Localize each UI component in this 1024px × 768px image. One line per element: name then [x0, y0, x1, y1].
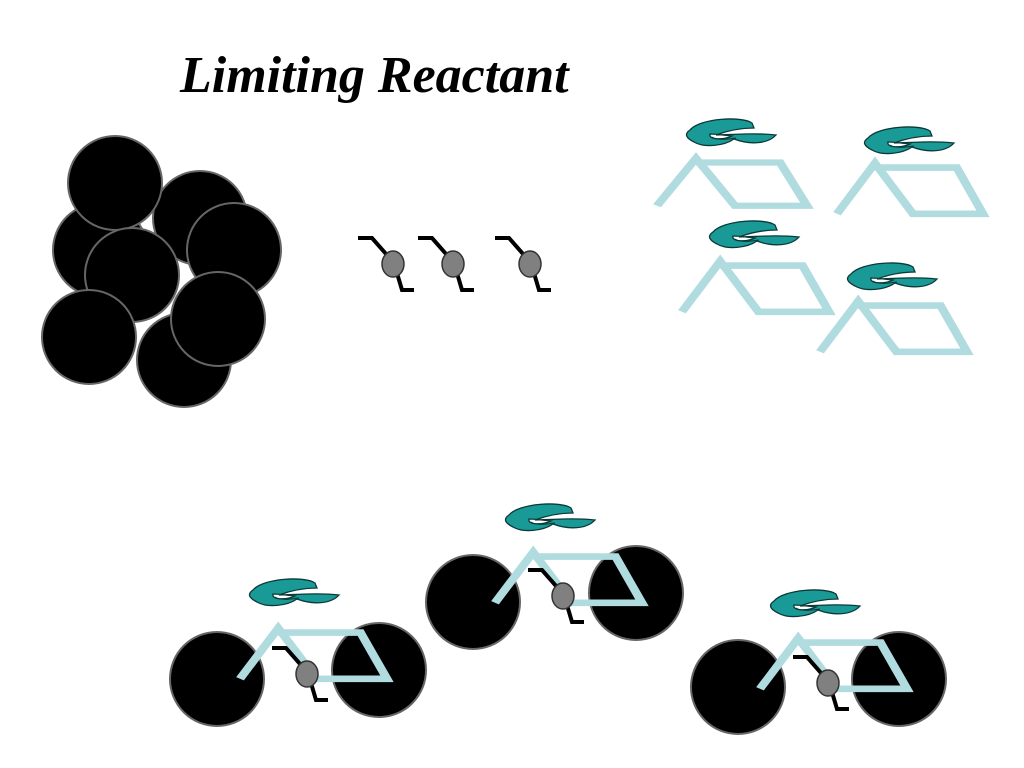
- wheel-icon: [425, 554, 521, 650]
- bike-frame-icon: [657, 158, 807, 205]
- seat-icon: [769, 589, 861, 618]
- pedal-icon: [356, 236, 416, 292]
- seat-icon: [863, 126, 955, 155]
- pedal-icon: [416, 236, 476, 292]
- seat-icon: [846, 262, 938, 291]
- wheel-icon: [67, 135, 163, 231]
- pedal-icon: [493, 236, 553, 292]
- bicycle-icon: [425, 503, 684, 650]
- wheel-icon: [41, 289, 137, 385]
- pedal-group: [356, 236, 553, 292]
- bicycle-icon: [169, 578, 427, 727]
- wheel-icon: [169, 631, 265, 727]
- wheel-icon: [170, 271, 266, 367]
- bike-frame-icon: [820, 301, 967, 352]
- seat-icon: [685, 118, 777, 147]
- frame-group: [657, 118, 983, 352]
- bicycle-icon: [690, 589, 947, 735]
- bike-frame-icon: [837, 163, 983, 214]
- seat-icon: [708, 220, 800, 249]
- bicycle-group: [169, 503, 947, 735]
- wheel-icon: [690, 639, 786, 735]
- bike-frame-icon: [682, 261, 829, 312]
- wheel-pile: [41, 135, 282, 408]
- seat-icon: [504, 503, 596, 532]
- seat-icon: [248, 578, 340, 607]
- slide-title: Limiting Reactant: [180, 47, 569, 104]
